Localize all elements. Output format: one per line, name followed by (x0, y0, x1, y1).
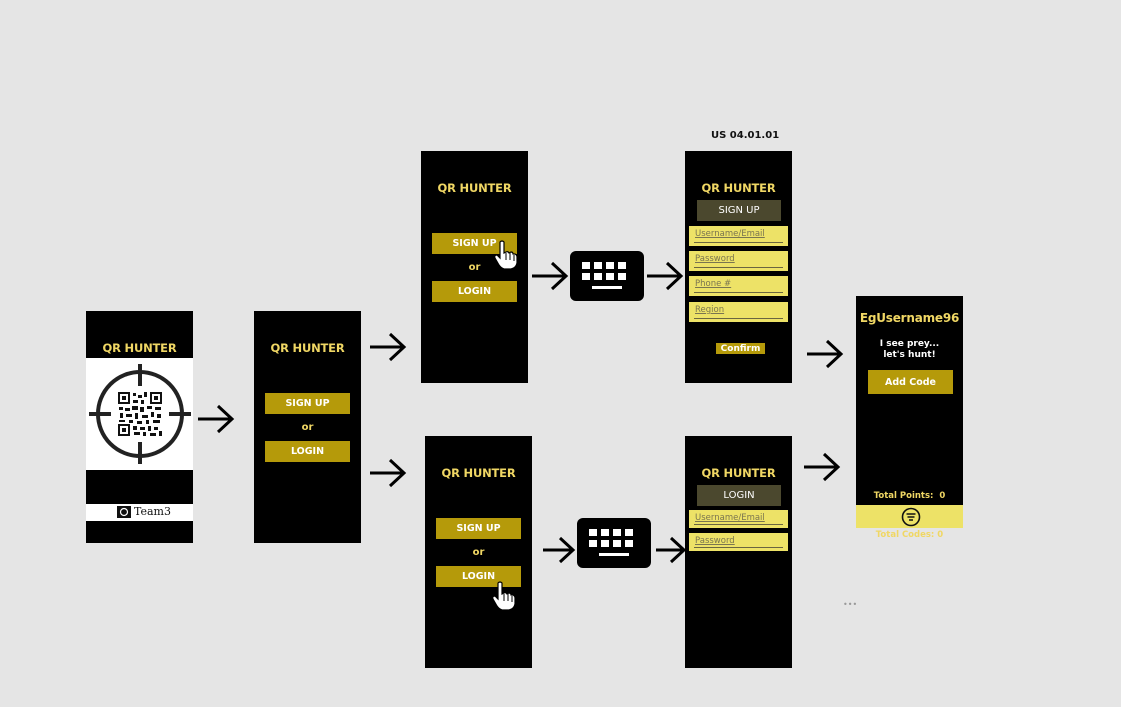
keyboard-icon (570, 251, 644, 301)
app-title: QR HUNTER (102, 341, 177, 355)
phone-field[interactable]: Phone # (689, 276, 788, 296)
username-field[interactable]: Username/Email (689, 510, 788, 528)
login-form-screen: QR HUNTER LOGIN Username/Email Password (685, 436, 792, 668)
team-label: Team3 (134, 505, 171, 518)
arrow-right-icon (647, 261, 684, 291)
splash-logo-area (86, 358, 193, 470)
arrow-right-icon (198, 404, 235, 434)
signup-tap-screen: QR HUNTER SIGN UP or LOGIN (421, 151, 528, 383)
app-title: QR HUNTER (437, 181, 512, 195)
sign-up-button[interactable]: SIGN UP (265, 393, 350, 414)
home-screen: EgUsername96 I see prey... let's hunt! A… (856, 296, 963, 540)
login-button[interactable]: LOGIN (265, 441, 350, 462)
app-title: QR HUNTER (270, 341, 345, 355)
region-field[interactable]: Region (689, 302, 788, 322)
qr-code-icon (117, 391, 163, 437)
app-title: QR HUNTER (441, 466, 516, 480)
or-label: or (301, 422, 314, 433)
sign-up-button[interactable]: SIGN UP (436, 518, 521, 539)
bottom-bar (856, 505, 963, 528)
password-field[interactable]: Password (689, 251, 788, 271)
arrow-right-icon (370, 332, 407, 362)
splash-screen: QR HUNTER (86, 311, 193, 543)
sign-up-button[interactable]: SIGN UP (432, 233, 517, 254)
or-label: or (472, 547, 485, 558)
crosshair-icon (89, 364, 191, 464)
team-badge: Team3 (86, 504, 193, 521)
signup-header: SIGN UP (697, 200, 781, 221)
arrow-right-icon (532, 261, 569, 291)
login-tap-screen: QR HUNTER SIGN UP or LOGIN (425, 436, 532, 668)
pointer-hand-icon (494, 240, 518, 270)
arrow-right-icon (656, 536, 687, 564)
team-logo-icon (117, 506, 131, 518)
pointer-hand-icon (492, 581, 516, 611)
username-field[interactable]: Username/Email (689, 226, 788, 246)
arrow-right-icon (543, 536, 576, 564)
add-code-button[interactable]: Add Code (868, 370, 953, 394)
signup-form-screen: QR HUNTER SIGN UP Username/Email Passwor… (685, 151, 792, 383)
tagline: I see prey... let's hunt! (879, 339, 940, 360)
login-button[interactable]: LOGIN (432, 281, 517, 302)
app-title: QR HUNTER (701, 181, 776, 195)
arrow-right-icon (804, 452, 841, 482)
login-header: LOGIN (697, 485, 781, 506)
ellipsis-marker: ••• (843, 600, 858, 609)
confirm-button[interactable]: Confirm (716, 343, 765, 354)
arrow-right-icon (807, 339, 844, 369)
arrow-right-icon (370, 458, 407, 488)
stats: Total Points: 0 Total Codes: 0 (873, 491, 946, 540)
password-field[interactable]: Password (689, 533, 788, 551)
auth-choice-screen: QR HUNTER SIGN UP or LOGIN (254, 311, 361, 543)
menu-icon[interactable] (901, 507, 921, 527)
keyboard-icon (577, 518, 651, 568)
or-label: or (468, 262, 481, 273)
username-title: EgUsername96 (859, 311, 960, 325)
app-title: QR HUNTER (701, 466, 776, 480)
user-story-label: US 04.01.01 (711, 130, 780, 141)
